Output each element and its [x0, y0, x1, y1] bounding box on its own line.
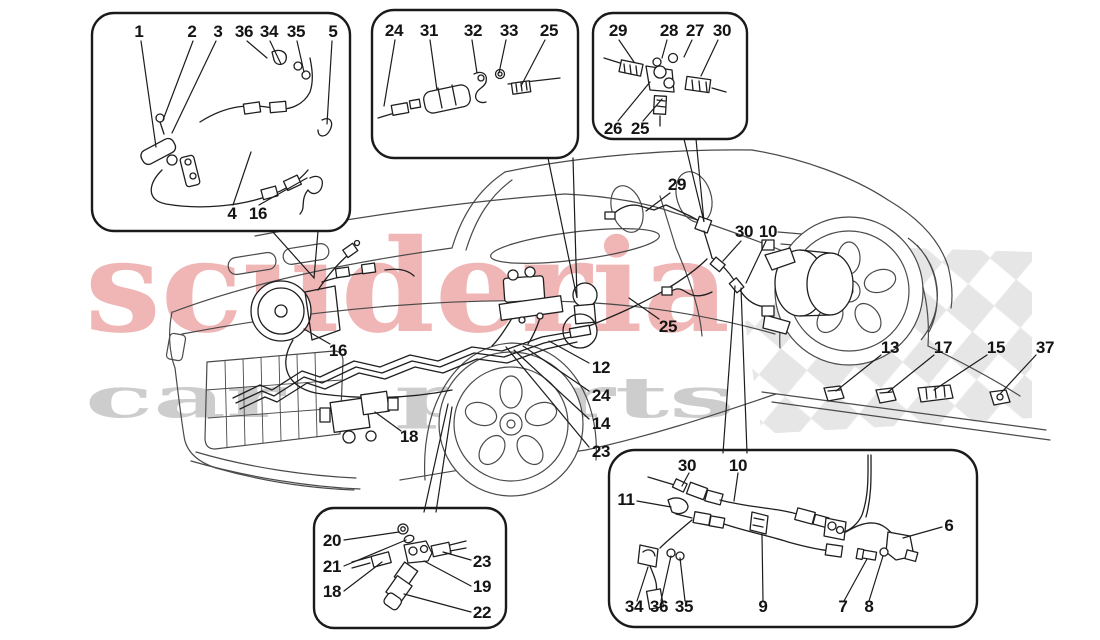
box2-damper-parts [377, 68, 561, 119]
box-bottom-right [607, 448, 979, 629]
box5-rear-hose-parts [637, 454, 919, 610]
brake-system-parts [232, 204, 1011, 444]
inset-box-contents [140, 49, 919, 611]
front-wheel [438, 351, 584, 497]
hydraulic-control-unit [319, 390, 399, 444]
brake-booster [250, 239, 453, 399]
box1-clutch-line-parts [140, 49, 333, 215]
car-outline [165, 149, 1051, 491]
watermark-brand: scuderia [85, 212, 730, 362]
pipe-clip-17 [875, 387, 897, 404]
watermark: scuderia car parts [85, 212, 735, 431]
pipe-clip-37 [989, 389, 1011, 406]
master-cylinder-reservoir [498, 266, 598, 349]
rear-hub-sensor [761, 239, 854, 335]
brake-pipes [232, 258, 708, 410]
box-top-left [90, 11, 352, 233]
leader-lines [140, 39, 1037, 613]
pipe-clip-13 [823, 385, 845, 402]
box-top-middle [370, 8, 580, 160]
rear-brake-pipe [604, 204, 769, 308]
pipe-bracket-15 [917, 384, 954, 403]
watermark-word-car: car [85, 365, 288, 431]
